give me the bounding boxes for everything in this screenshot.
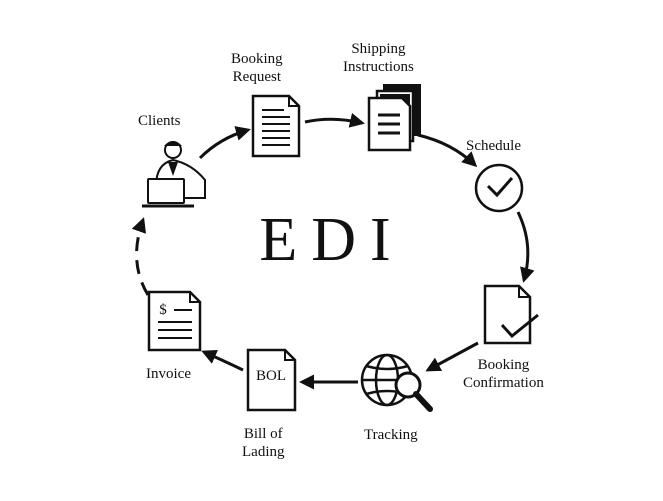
label-bill-of-lading: Bill of Lading [242, 425, 285, 461]
label-schedule-text: Schedule [466, 138, 521, 154]
arrow-schedule-to-confirmation [516, 211, 535, 283]
arrow-confirmation-to-tracking [425, 341, 479, 372]
label-shipping-instructions-line1: Shipping [351, 41, 406, 57]
label-booking-confirmation-line1: Booking [477, 357, 530, 373]
person-laptop-icon [142, 141, 206, 208]
arrow-booking-request-to-shipping [304, 112, 365, 128]
arrow-invoice-to-clients-dashed [131, 217, 150, 296]
label-booking-request: Booking Request [231, 50, 283, 86]
arrow-clients-to-booking-request [198, 126, 251, 160]
center-title: EDI [259, 206, 405, 274]
label-clients: Clients [138, 112, 181, 130]
label-tracking-text: Tracking [364, 427, 418, 443]
arrow-bol-to-invoice [201, 350, 244, 372]
document-check-icon [483, 284, 539, 345]
label-clients-text: Clients [138, 113, 181, 129]
bol-text: BOL [256, 368, 286, 384]
invoice-document-icon: $ [147, 290, 202, 352]
globe-magnifier-icon [360, 353, 433, 412]
label-booking-request-line2: Request [232, 69, 281, 85]
label-invoice: Invoice [146, 365, 191, 383]
cycle-arrows [131, 112, 535, 390]
bill-of-lading-document-icon: BOL [246, 348, 297, 412]
arrow-shipping-to-schedule [417, 133, 478, 168]
label-shipping-instructions-line2: Instructions [343, 59, 414, 75]
label-booking-confirmation: Booking Confirmation [463, 356, 544, 392]
label-bill-of-lading-line1: Bill of [243, 426, 283, 442]
stacked-documents-icon [367, 84, 421, 152]
label-booking-request-line1: Booking [231, 51, 283, 67]
dollar-sign: $ [159, 302, 167, 318]
label-shipping-instructions: Shipping Instructions [343, 40, 414, 76]
label-bill-of-lading-line2: Lading [242, 444, 285, 460]
clock-icon [474, 163, 524, 213]
label-invoice-text: Invoice [146, 366, 191, 382]
label-booking-confirmation-line2: Confirmation [463, 375, 544, 391]
document-icon [251, 94, 301, 158]
label-schedule: Schedule [466, 137, 521, 155]
label-tracking: Tracking [364, 426, 418, 444]
